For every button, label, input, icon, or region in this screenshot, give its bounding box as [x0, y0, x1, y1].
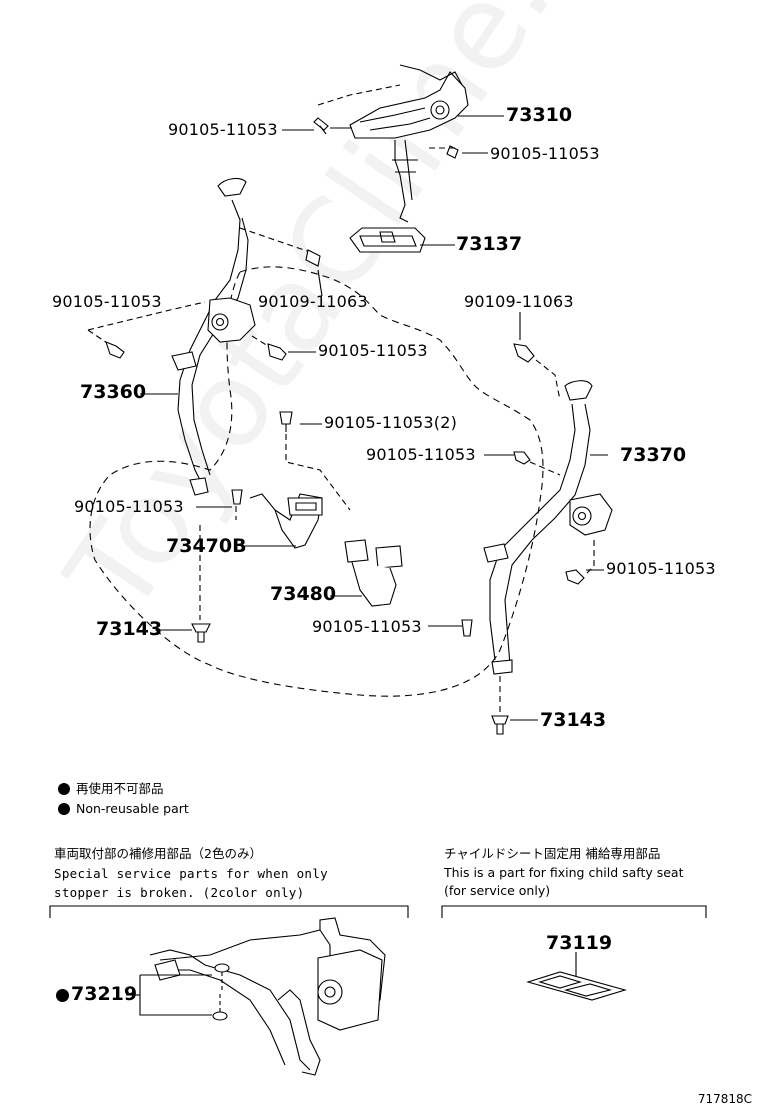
- callout-90105-left: 90105-11053: [52, 292, 162, 311]
- inset-left-caption-en1: Special service parts for when only: [54, 866, 328, 881]
- inset-left-caption-jp: 車両取付部の補修用部品（2色のみ）: [54, 846, 262, 861]
- bolt-90109-right: [513, 343, 535, 363]
- bezel-73137: [349, 227, 426, 253]
- callout-73219: 73219: [56, 985, 137, 1004]
- inset-left-drawing: [126, 917, 386, 1076]
- non-reusable-dot-icon: [58, 803, 70, 815]
- inset-left-frame: [49, 905, 409, 918]
- bolt-lower-left: [231, 489, 243, 505]
- callout-90105-center-lower: 90105-11053: [312, 617, 422, 636]
- bolt-center: [279, 411, 293, 432]
- inset-right-drawing: [526, 952, 627, 1001]
- non-reusable-dot-icon: [58, 783, 70, 795]
- seat-outline: [89, 266, 544, 697]
- bolt-top-left: [313, 117, 329, 135]
- callout-90105-mid-left: 90105-11053: [318, 341, 428, 360]
- anchor-73143-left: [191, 623, 211, 643]
- drawing-id: 717818C: [697, 1092, 752, 1106]
- legend-jp: 再使用不可部品: [58, 781, 164, 797]
- inset-left-caption-en2: stopper is broken. (2color only): [54, 885, 305, 900]
- non-reusable-dot-icon: [56, 989, 69, 1002]
- callout-73143-right: 73143: [540, 709, 607, 731]
- callout-90105-top-right: 90105-11053: [490, 144, 600, 163]
- callout-73360: 73360: [80, 381, 147, 403]
- legend-en: Non-reusable part: [58, 801, 189, 817]
- anchor-73143-right: [491, 715, 509, 735]
- inset-right-caption-en1: This is a part for fixing child safty se…: [444, 865, 684, 880]
- callout-90105-lower-left: 90105-11053: [74, 497, 184, 516]
- callout-73137: 73137: [456, 233, 523, 255]
- belt-73360: [171, 177, 256, 496]
- bolt-90109-left: [305, 249, 321, 267]
- inset-right-caption-en2: (for service only): [444, 883, 551, 898]
- buckle-73470b: [249, 493, 323, 549]
- buckle-73480: [344, 539, 403, 607]
- callout-73143-left: 73143: [96, 618, 163, 640]
- callout-90105-center-right: 90105-11053: [366, 445, 476, 464]
- retractor-73310: [349, 64, 469, 223]
- bolt-right-lower: [565, 569, 585, 585]
- callout-90105-top-left: 90105-11053: [168, 120, 278, 139]
- callout-73119: 73119: [546, 932, 613, 954]
- callout-90105-right-lower: 90105-11053: [606, 559, 716, 578]
- callout-73470b: 73470B: [166, 535, 247, 557]
- callout-90109-right: 90109-11063: [464, 292, 574, 311]
- callout-90109-left: 90109-11063: [258, 292, 368, 311]
- callout-90105-center-2: 90105-11053(2): [324, 413, 458, 432]
- bolt-left: [105, 341, 125, 359]
- belt-73370: [483, 380, 613, 675]
- inset-right-caption-jp: チャイルドシート固定用 補給専用部品: [444, 846, 661, 861]
- inset-right-frame: [441, 905, 707, 918]
- bolt-top-right: [446, 145, 459, 159]
- bolt-center-right: [513, 451, 531, 465]
- bolt-center-lower: [461, 619, 473, 637]
- callout-73310: 73310: [506, 104, 573, 126]
- bolt-mid-left: [267, 343, 287, 361]
- callout-73480: 73480: [270, 583, 337, 605]
- callout-73370: 73370: [620, 444, 687, 466]
